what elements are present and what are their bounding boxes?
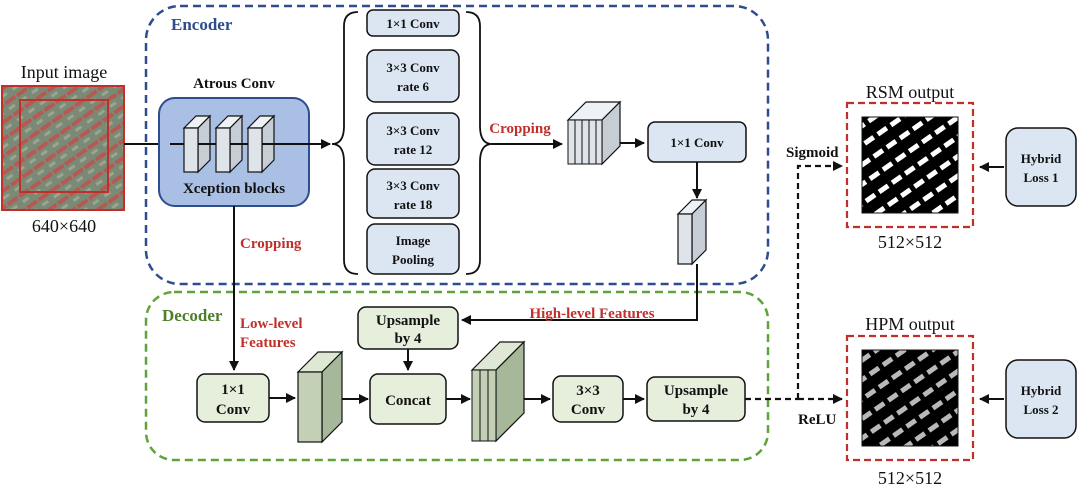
encoder-feature-map: [676, 198, 708, 266]
rsm-title: RSM output: [866, 82, 955, 102]
svg-text:by 4: by 4: [394, 331, 422, 347]
svg-text:rate 12: rate 12: [394, 142, 433, 157]
svg-text:Upsample: Upsample: [664, 383, 729, 399]
output-routing: [745, 161, 843, 404]
decoder-feature-map: [296, 350, 344, 444]
svg-text:3×3 Conv: 3×3 Conv: [386, 178, 440, 193]
svg-text:rate 18: rate 18: [394, 197, 433, 212]
aspp-block-3: 3×3 Conv rate 12: [366, 112, 460, 166]
input-image: [1, 85, 125, 211]
svg-text:Pooling: Pooling: [392, 252, 434, 267]
high-level-label: High-level Features: [529, 306, 654, 322]
hybrid-loss-1-block: Hybrid Loss 1: [1005, 127, 1077, 207]
svg-text:Image: Image: [396, 233, 431, 248]
decoder-upsample-top-block: Upsample by 4: [357, 306, 459, 350]
hpm-title: HPM output: [865, 314, 955, 334]
aspp-block-4: 3×3 Conv rate 18: [366, 168, 460, 219]
svg-text:1×1 Conv: 1×1 Conv: [670, 135, 724, 150]
rsm-output-frame: [845, 101, 975, 229]
svg-text:Loss 2: Loss 2: [1023, 402, 1058, 417]
low-level-label-2: Features: [240, 335, 296, 351]
input-title: Input image: [21, 62, 107, 82]
svg-text:Hybrid: Hybrid: [1021, 383, 1062, 398]
hpm-output-image: [861, 349, 959, 447]
decoder-conv3x3-block: 3×3 Conv: [552, 375, 624, 423]
decoder-title: Decoder: [162, 306, 223, 325]
svg-text:3×3 Conv: 3×3 Conv: [386, 123, 440, 138]
aspp-block-5: Image Pooling: [366, 223, 460, 275]
atrous-title: Atrous Conv: [193, 76, 275, 92]
aspp-right-brace: [465, 11, 493, 275]
encoder-conv1x1-block: 1×1 Conv: [647, 121, 747, 163]
hpm-output-frame: [845, 334, 975, 462]
svg-text:Conv: Conv: [571, 402, 606, 418]
aspp-block-1: 1×1 Conv: [366, 9, 460, 37]
relu-label: ReLU: [798, 412, 836, 428]
decoder-upsample-right-block: Upsample by 4: [646, 376, 746, 422]
svg-text:Hybrid: Hybrid: [1021, 151, 1062, 166]
hpm-size: 512×512: [878, 468, 942, 488]
sigmoid-label: Sigmoid: [786, 145, 839, 161]
arrow-high-level-features: [461, 264, 698, 325]
svg-text:rate 6: rate 6: [397, 79, 430, 94]
decoder-conv1x1-block: 1×1 Conv: [196, 373, 270, 423]
svg-text:3×3: 3×3: [576, 383, 600, 399]
svg-text:1×1: 1×1: [221, 382, 245, 398]
encoder-cropping-label: Cropping: [489, 121, 551, 137]
decoder-concat-maps: [470, 340, 526, 443]
svg-text:by 4: by 4: [682, 402, 710, 418]
rsm-size: 512×512: [878, 232, 942, 252]
hybrid-loss-2-block: Hybrid Loss 2: [1005, 359, 1077, 439]
aspp-left-brace: [331, 11, 359, 275]
decoder-cropping-label: Cropping: [240, 236, 302, 252]
decoder-concat-block: Concat: [369, 373, 447, 425]
svg-text:Concat: Concat: [385, 393, 431, 409]
encoder-feature-stack: [566, 100, 622, 166]
rsm-output-image: [861, 116, 959, 214]
input-size: 640×640: [32, 216, 96, 236]
encoder-frame: [144, 4, 770, 286]
atrous-conv-kernels: [170, 114, 309, 174]
encoder-title: Encoder: [171, 15, 233, 34]
low-level-label-1: Low-level: [240, 316, 302, 332]
xception-label: Xception blocks: [183, 181, 285, 197]
svg-text:Loss 1: Loss 1: [1023, 170, 1058, 185]
svg-text:3×3 Conv: 3×3 Conv: [386, 60, 440, 75]
svg-text:Conv: Conv: [216, 402, 251, 418]
svg-text:1×1 Conv: 1×1 Conv: [386, 16, 440, 31]
aspp-block-2: 3×3 Conv rate 6: [366, 49, 460, 103]
decoder-frame: [144, 290, 770, 462]
svg-text:Upsample: Upsample: [376, 313, 441, 329]
